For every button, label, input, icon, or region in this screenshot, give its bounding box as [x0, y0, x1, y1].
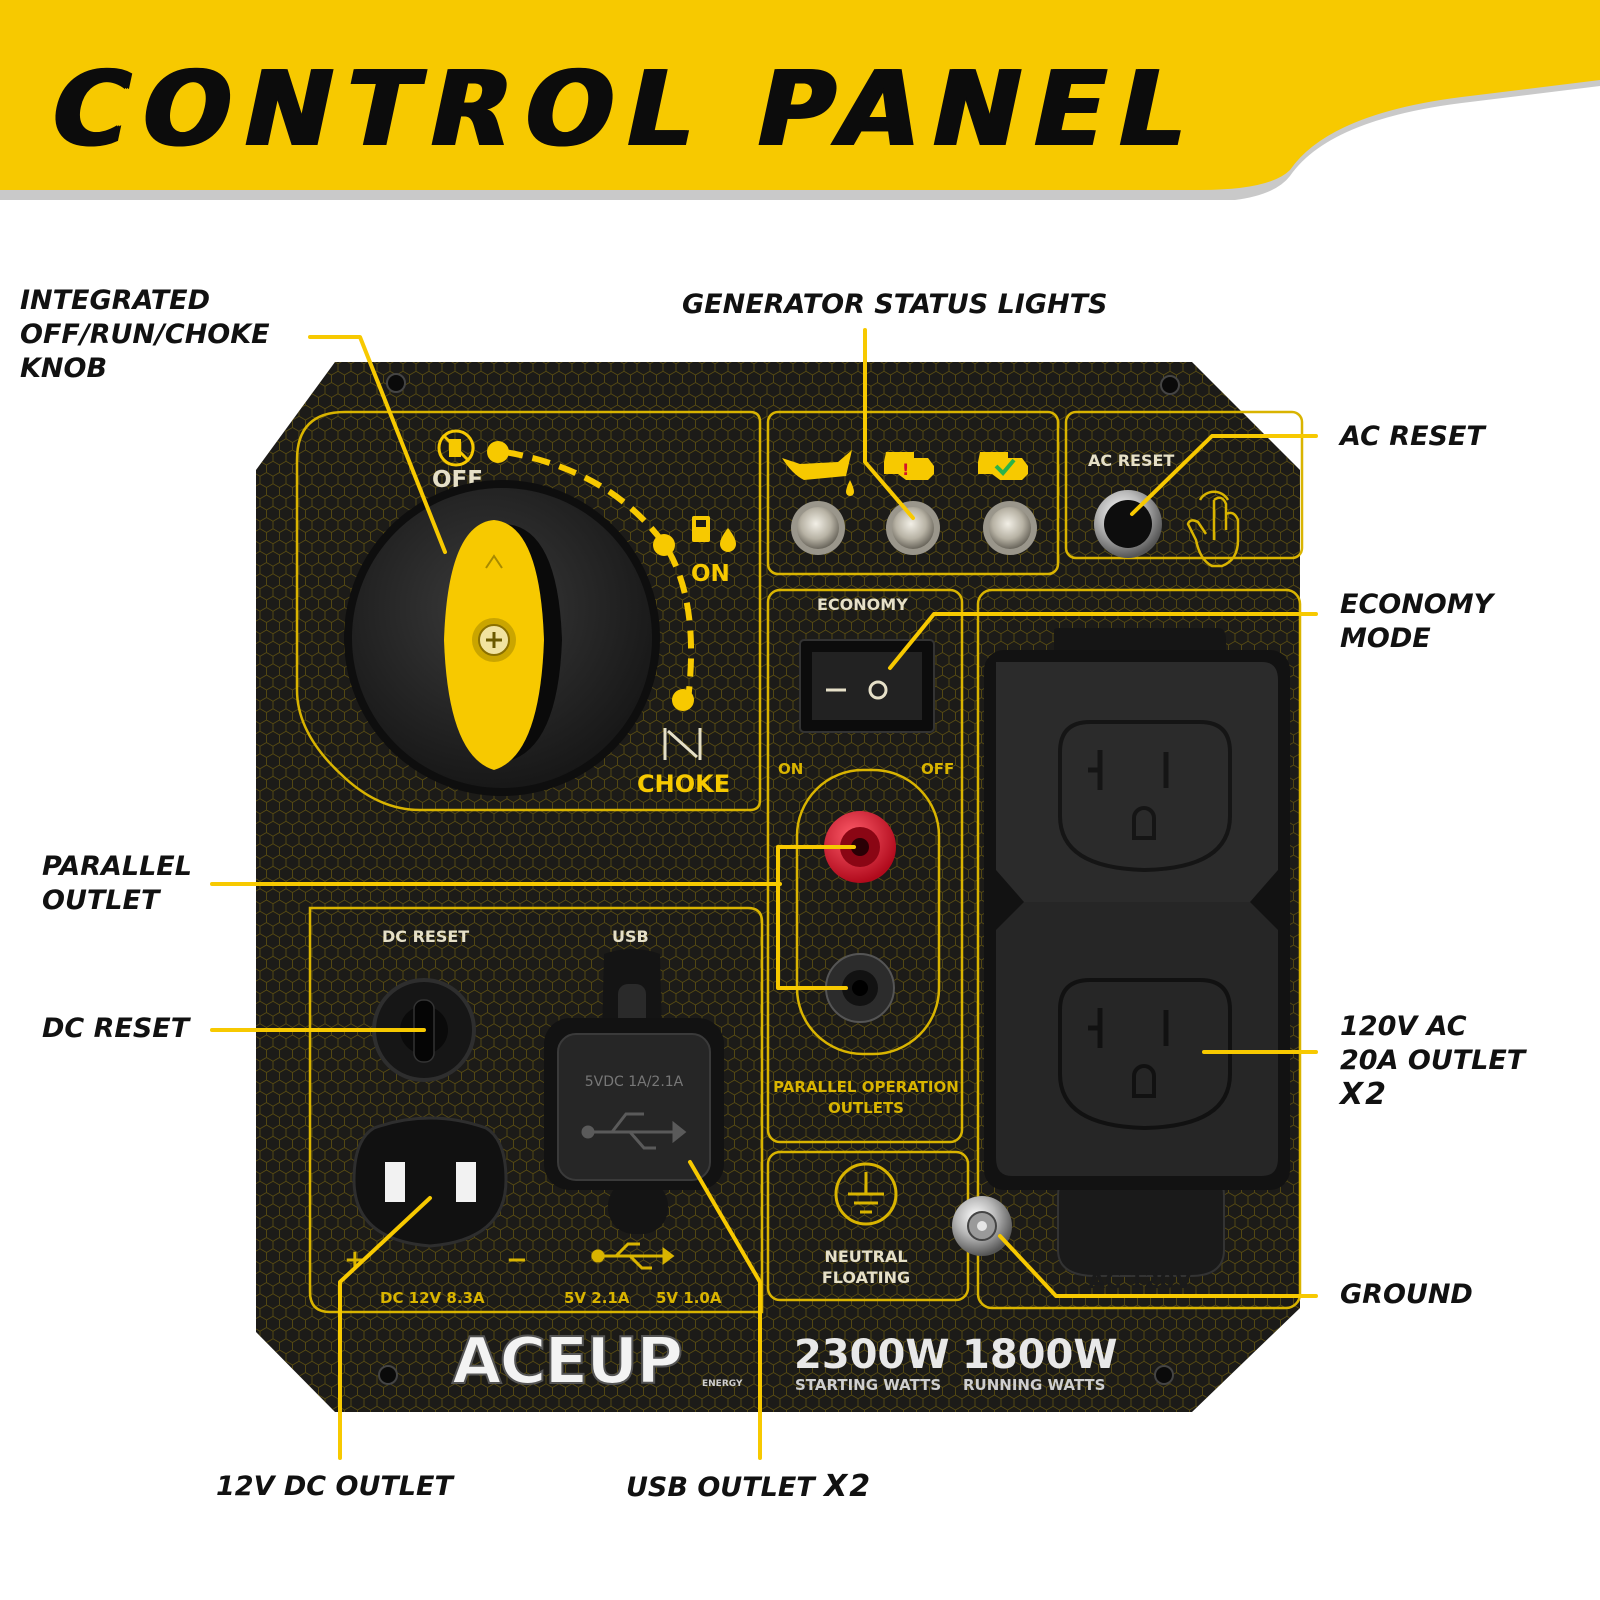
- ac-reset-section-outline: [1064, 410, 1304, 560]
- economy-on-label: ON: [778, 760, 803, 778]
- fuel-on-icon: [692, 516, 736, 552]
- callout-usb-outlet: USB OUTLET X2: [626, 1469, 873, 1504]
- economy-off-label: OFF: [921, 760, 954, 778]
- fuel-off-icon: [437, 429, 475, 467]
- oil-warning-icon: [782, 450, 854, 496]
- usb-panel-label: USB: [612, 927, 649, 946]
- leader-usb-outlet: [688, 1160, 762, 1460]
- status-section-outline: [766, 410, 1060, 576]
- knob-on-label: ON: [691, 561, 730, 587]
- dc-plus-sign: +: [344, 1245, 366, 1275]
- ac-outlet-cover[interactable]: [984, 628, 1290, 1277]
- status-light-ready: [983, 501, 1037, 555]
- parallel-outlet-red[interactable]: [824, 811, 896, 883]
- usb-outlet-cover[interactable]: [544, 949, 724, 1234]
- leader-knob: [308, 335, 447, 554]
- leader-ac-reset: [1130, 434, 1318, 516]
- knob-dial-arc: [487, 441, 695, 711]
- ac-outlet-top[interactable]: [1058, 720, 1232, 873]
- ground-terminal[interactable]: [952, 1196, 1012, 1256]
- ac-reset-panel-label: AC RESET: [1088, 451, 1174, 470]
- brand-sub: ENERGY: [702, 1379, 743, 1389]
- ac-outlet-bottom[interactable]: [1058, 978, 1232, 1131]
- screw-icon: [378, 373, 1180, 1385]
- dc-minus-sign: −: [506, 1245, 528, 1275]
- knob-section-outline: [295, 410, 762, 812]
- starting-watts-value: 2300W: [794, 1332, 949, 1378]
- usb-rating-1: 5V 2.1A: [564, 1289, 630, 1307]
- parallel-panel-label-2: OUTLETS: [828, 1099, 904, 1117]
- running-watts-label: RUNNING WATTS: [963, 1376, 1105, 1394]
- knob-choke-label: CHOKE: [637, 770, 730, 798]
- callout-dc-reset: DC RESET: [42, 1013, 190, 1044]
- parallel-panel-label-1: PARALLEL OPERATION: [773, 1078, 959, 1096]
- leader-economy: [888, 612, 1318, 670]
- header-band: [0, 0, 1600, 200]
- callout-ground: GROUND: [1340, 1279, 1473, 1310]
- neutral-label-1: NEUTRAL: [824, 1247, 907, 1266]
- neutral-label-2: FLOATING: [822, 1268, 910, 1287]
- callout-ac-outlet: 120V AC 20A OUTLET X2: [1340, 1011, 1526, 1112]
- ac-reset-button[interactable]: [1094, 490, 1162, 558]
- economy-section-outline: [766, 588, 964, 1144]
- press-finger-icon: [1186, 490, 1240, 568]
- dc-reset-panel-label: DC RESET: [382, 927, 469, 946]
- leader-status-lights: [863, 328, 915, 520]
- usb-rating-2: 5V 1.0A: [656, 1289, 722, 1307]
- callout-parallel: PARALLEL OUTLET: [42, 851, 192, 916]
- running-watts-value: 1800W: [962, 1332, 1117, 1378]
- parallel-section-outline: [795, 768, 941, 1056]
- status-light-overload: [886, 501, 940, 555]
- usb-symbol-icon: [591, 1242, 675, 1270]
- economy-panel-label: ECONOMY: [817, 595, 908, 614]
- aceup-logo: ACEUP ENERGY: [451, 1324, 743, 1400]
- leader-ground: [998, 1234, 1318, 1298]
- choke-icon: [663, 728, 702, 760]
- brand-main: ACEUP: [452, 1325, 681, 1399]
- callout-economy: ECONOMY MODE: [1340, 589, 1494, 654]
- economy-mode-switch[interactable]: [799, 639, 935, 733]
- callout-status-lights: GENERATOR STATUS LIGHTS: [682, 289, 1108, 320]
- callout-ac-reset: AC RESET: [1340, 421, 1485, 452]
- leader-dc-outlet: [338, 1196, 432, 1460]
- engine-ok-icon: [978, 452, 1028, 480]
- ac-section-outline: [976, 588, 1302, 1310]
- svg-text:!: !: [902, 460, 909, 479]
- status-light-oil: [791, 501, 845, 555]
- engine-warning-icon: !: [884, 452, 934, 480]
- starting-watts-label: STARTING WATTS: [795, 1376, 941, 1394]
- parallel-outlet-black[interactable]: [825, 953, 895, 1023]
- dc-rating-label: DC 12V 8.3A: [380, 1289, 485, 1307]
- ac-120v-label: AC 120V: [1088, 1269, 1192, 1294]
- leader-parallel-bracket: [776, 845, 856, 990]
- usb-cap-text: 5VDC 1A/2.1A: [585, 1074, 684, 1090]
- ground-symbol-icon: [834, 1162, 898, 1226]
- usb-icon: [581, 1112, 687, 1150]
- off-run-choke-knob[interactable]: [344, 480, 660, 796]
- callout-knob: INTEGRATED OFF/RUN/CHOKE KNOB: [20, 285, 270, 384]
- callout-dc-outlet: 12V DC OUTLET: [216, 1471, 453, 1502]
- dc-12v-outlet[interactable]: [352, 1116, 508, 1248]
